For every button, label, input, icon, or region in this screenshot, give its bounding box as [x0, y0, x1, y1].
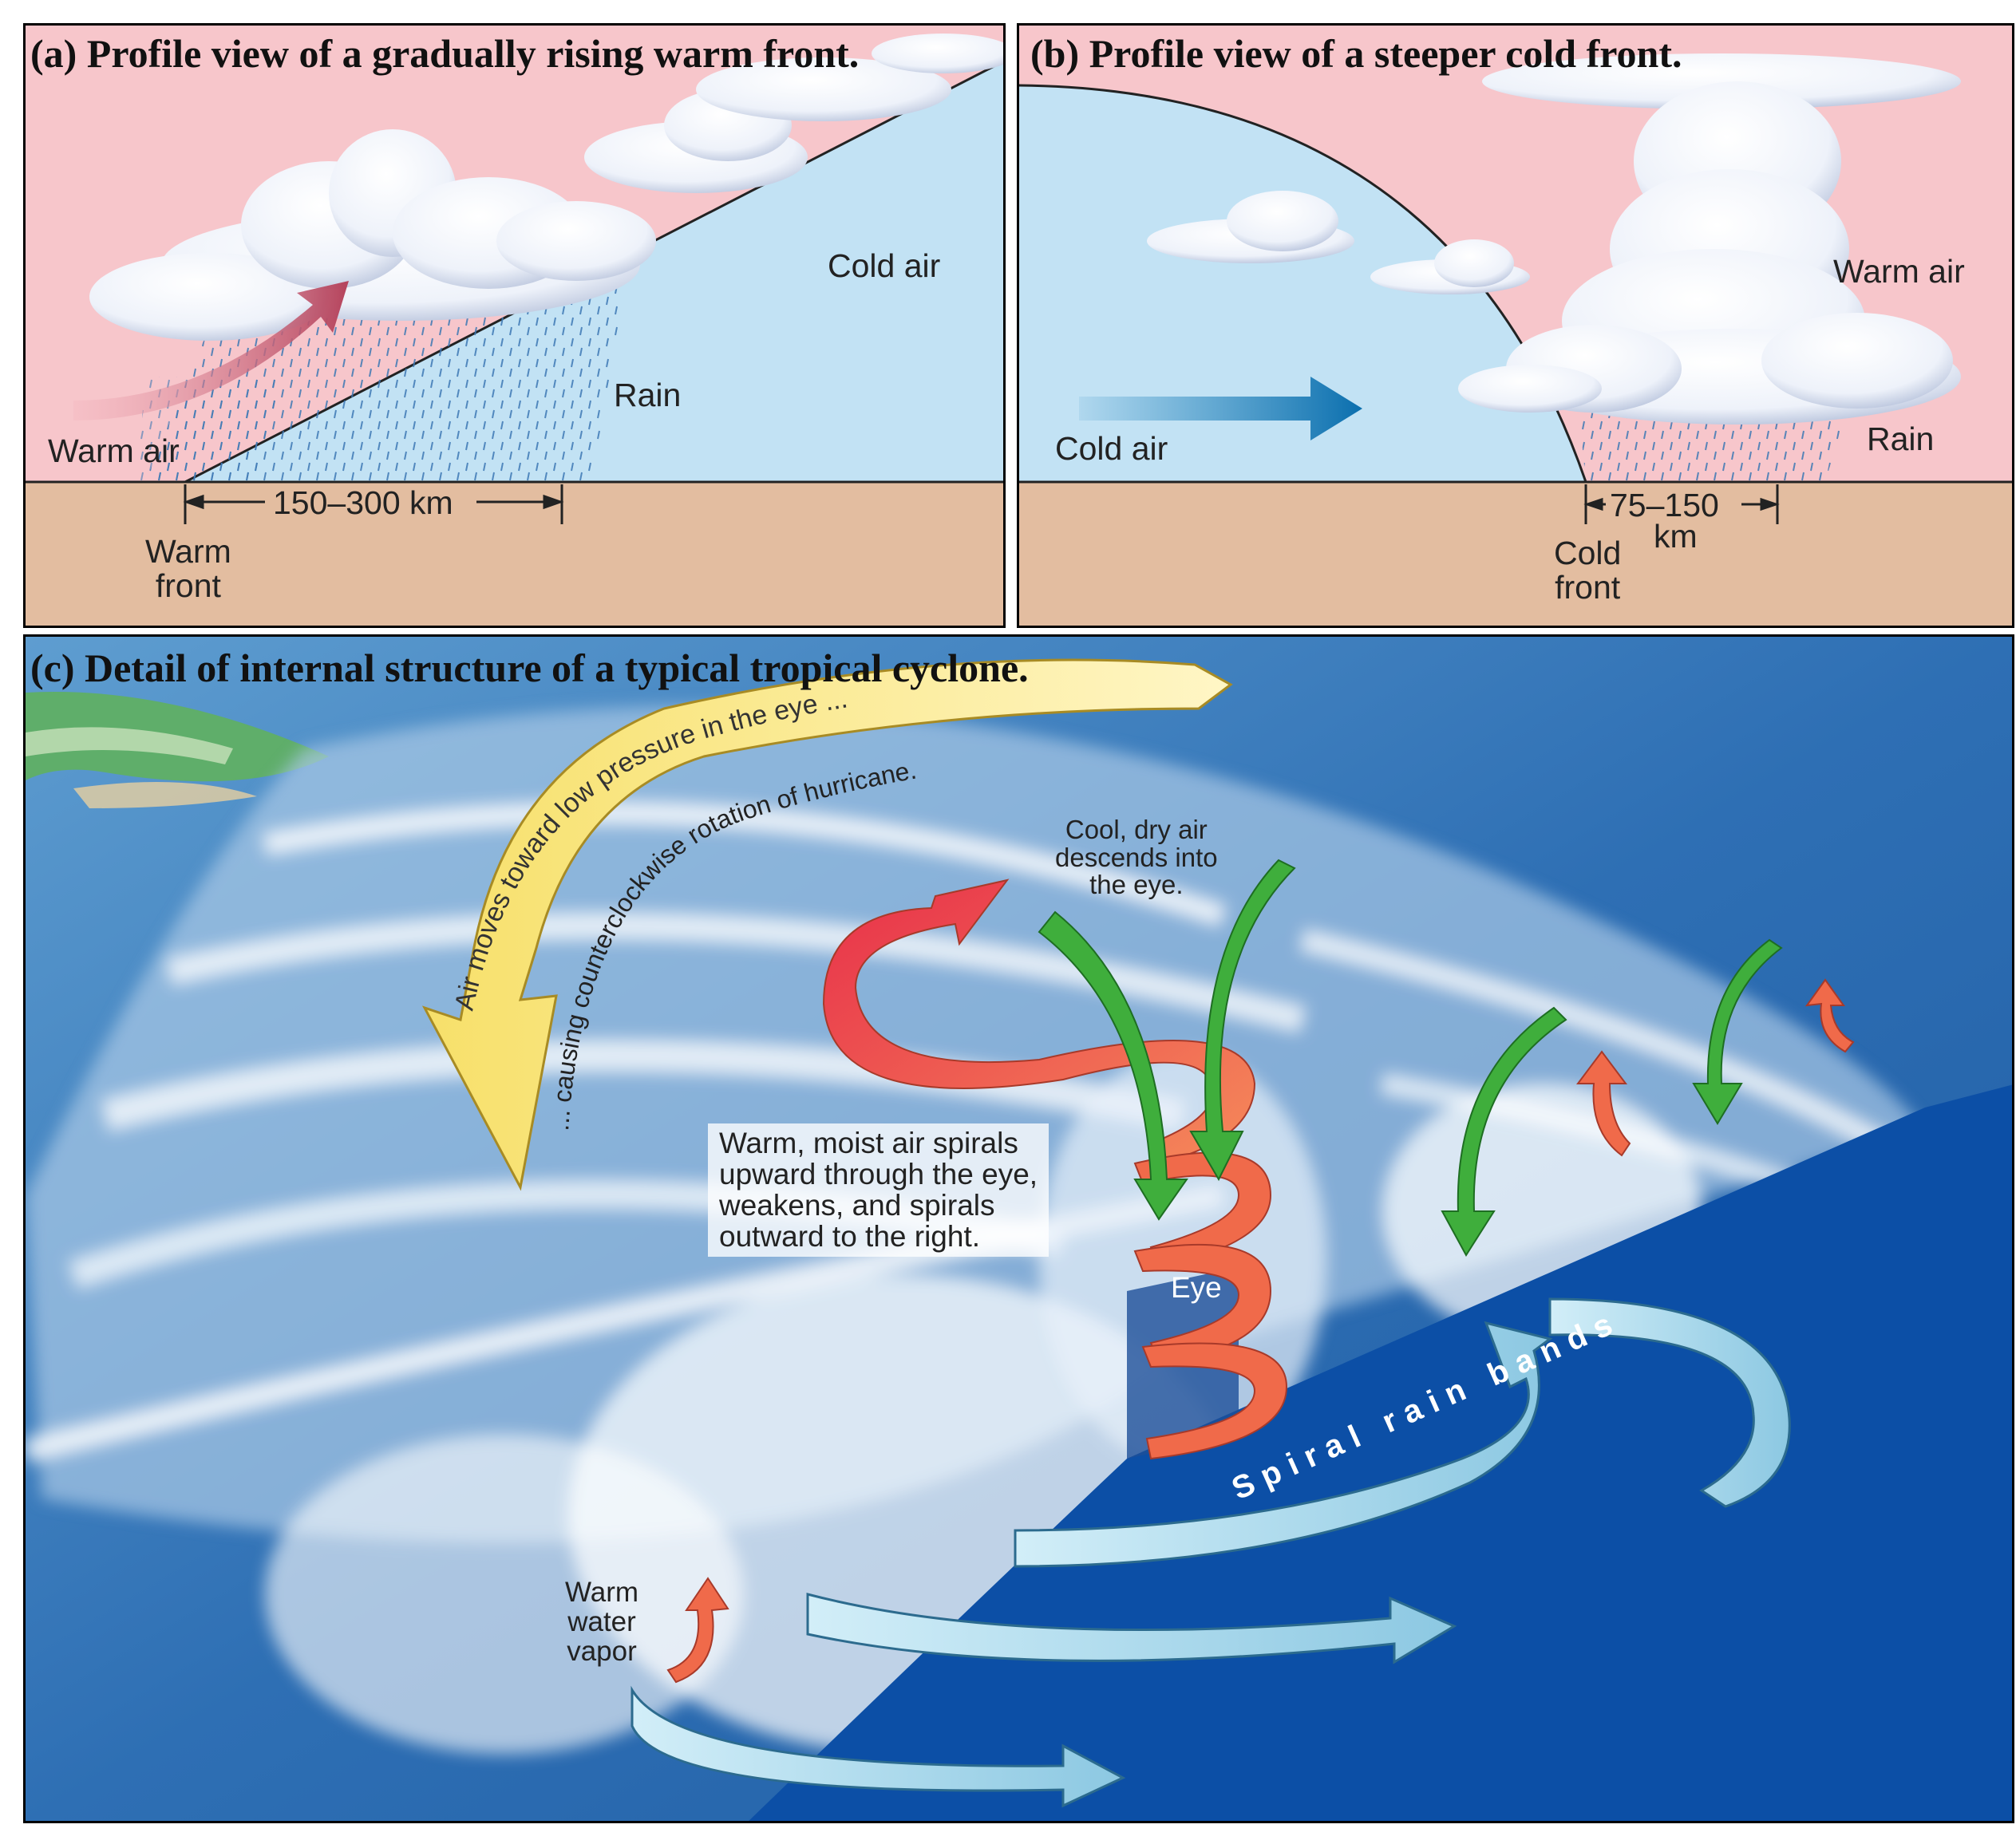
green-downdraft-arrows [1038, 859, 1783, 1257]
vapor-line1: Warm [565, 1577, 639, 1608]
warm-front-label-line1: Warm [145, 533, 231, 570]
yellow-inflow-arrow [421, 658, 1233, 1191]
descend-line2: descends into [1055, 842, 1218, 872]
vapor-line2: water [567, 1605, 636, 1637]
cold-air-label: Cold air [828, 247, 941, 284]
cloud-bank [89, 34, 1003, 341]
distance-unit-label: km [1654, 518, 1698, 555]
eye-label: Eye [1171, 1271, 1222, 1304]
warm-air-rising-arrow [73, 281, 349, 421]
arc-text-outer: Air moves toward low pressure in the eye… [449, 683, 850, 1013]
distance-bracket [1583, 484, 1780, 524]
panel-tropical-cyclone: (c) Detail of internal structure of a ty… [23, 634, 2014, 1823]
cold-front-illustration [1019, 26, 2012, 626]
warm-front-label: Warm front [145, 533, 231, 605]
spiral-line2: upward through the eye, [719, 1157, 1038, 1191]
descend-line3: the eye. [1089, 870, 1184, 900]
warm-air-label: Warm air [1833, 253, 1965, 290]
spiral-updraft-label: Warm, moist air spirals upward through t… [708, 1123, 1050, 1258]
spiral-line3: weakens, and spirals [719, 1188, 995, 1222]
vapor-line3: vapor [567, 1635, 637, 1667]
ground [26, 482, 1003, 626]
warm-air-label: Warm air [48, 432, 180, 469]
arc-text-outer-path: Air moves toward low pressure in the eye… [449, 683, 850, 1013]
arc-text-inner: ... causing counterclockwise rotation of… [545, 756, 919, 1132]
panel-cold-front: (b) Profile view of a steeper cold front… [1017, 23, 2014, 628]
panel-a-title: (a) Profile view of a gradually rising w… [30, 31, 860, 76]
cumulonimbus-cloud [1458, 53, 1961, 424]
cold-front-label-line2: front [1555, 569, 1621, 606]
spiral-line4: outward to the right. [719, 1219, 981, 1253]
panel-warm-front: (a) Profile view of a gradually rising w… [23, 23, 1006, 628]
cold-front-label: Cold front [1554, 535, 1622, 606]
rain-label: Rain [1867, 421, 1935, 457]
distance-label: 150–300 km [273, 484, 453, 521]
rain-label: Rain [614, 377, 682, 413]
light-blue-outflow-bands [630, 1297, 1791, 1808]
panel-b-title: (b) Profile view of a steeper cold front… [1030, 31, 1682, 76]
distance-bracket [183, 484, 564, 524]
panel-c-title: (c) Detail of internal structure of a ty… [30, 646, 1029, 690]
descend-line1: Cool, dry air [1065, 815, 1208, 844]
small-clouds [1147, 191, 1530, 294]
cold-air-dome [1019, 85, 1586, 482]
arc-text-inner-path: ... causing counterclockwise rotation of… [545, 756, 919, 1132]
cold-front-label-line1: Cold [1554, 535, 1622, 571]
descending-air-label: Cool, dry air descends into the eye. [1055, 815, 1218, 900]
curved-arrow-text: Air moves toward low pressure in the eye… [449, 683, 919, 1132]
cold-air-arrow [1079, 377, 1362, 440]
warm-front-label-line2: front [155, 567, 221, 605]
ground [1019, 482, 2012, 626]
warm-water-vapor-label: Warm water vapor [565, 1578, 638, 1666]
small-red-updraft-arrows [666, 978, 1855, 1684]
spiral-line1: Warm, moist air spirals [719, 1127, 1018, 1159]
warm-front-illustration [26, 26, 1003, 626]
distance-label: 75–150 [1610, 487, 1719, 523]
cold-air-label: Cold air [1055, 430, 1168, 467]
